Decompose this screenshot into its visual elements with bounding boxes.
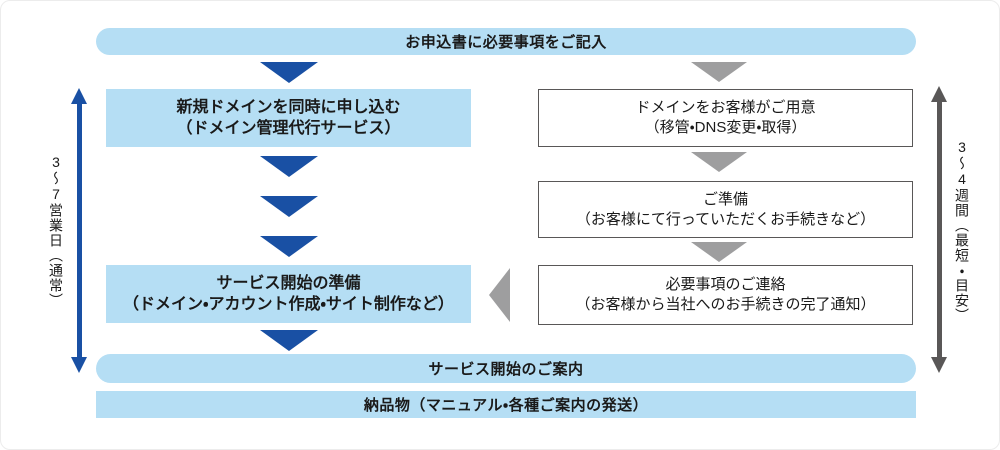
step-service-start-notice: サービス開始のご案内 bbox=[96, 354, 916, 383]
down-arrow-gray-icon bbox=[691, 62, 747, 82]
step-service-preparation-line1: サービス開始の準備 bbox=[216, 274, 361, 292]
step-customer-domain-line2: （移管・DNS変更・取得） bbox=[644, 119, 807, 136]
step-customer-preparation: ご準備 （お客様にて行っていただくお手続きなど） bbox=[538, 181, 913, 238]
step-new-domain-apply-line1: 新規ドメインを同時に申し込む bbox=[176, 98, 401, 116]
down-arrow-blue-icon bbox=[260, 236, 318, 257]
step-notify-completion-line2: （お客様から当社へのお手続きの完了通知） bbox=[575, 296, 876, 313]
down-arrow-blue-icon bbox=[260, 196, 318, 217]
step-application-form-label: お申込書に必要事項をご記入 bbox=[405, 34, 607, 51]
step-customer-preparation-line2: （お客様にて行っていただくお手続きなど） bbox=[575, 210, 876, 228]
double-arrow-vertical-blue-icon bbox=[77, 101, 82, 357]
step-notify-completion-line1: 必要事項のご連絡 bbox=[665, 276, 786, 294]
down-arrow-blue-icon bbox=[260, 62, 318, 83]
double-arrow-vertical-gray-icon bbox=[931, 86, 947, 102]
step-customer-preparation-line1: ご準備 bbox=[702, 190, 748, 208]
right-duration-label: 3〜4週間（最短・目安） bbox=[954, 138, 970, 323]
down-arrow-gray-icon bbox=[691, 152, 747, 172]
step-customer-domain: ドメインをお客様がご用意 （移管・DNS変更・取得） bbox=[538, 89, 913, 147]
step-deliverables-label: 納品物（マニュアル・各種ご案内の発送） bbox=[363, 397, 649, 414]
step-customer-domain-line1: ドメインをお客様がご用意 bbox=[635, 99, 816, 117]
double-arrow-vertical-blue-icon bbox=[71, 357, 87, 373]
double-arrow-vertical-gray-icon bbox=[937, 99, 942, 359]
left-duration-label: 3〜7営業日（通常） bbox=[48, 153, 64, 308]
step-service-start-notice-label: サービス開始のご案内 bbox=[428, 361, 584, 378]
step-new-domain-apply-line2: （ドメイン管理代行サービス） bbox=[176, 120, 401, 137]
step-notify-completion: 必要事項のご連絡 （お客様から当社へのお手続きの完了通知） bbox=[538, 265, 913, 325]
down-arrow-blue-icon bbox=[260, 156, 318, 177]
double-arrow-vertical-gray-icon bbox=[931, 357, 947, 373]
step-new-domain-apply: 新規ドメインを同時に申し込む （ドメイン管理代行サービス） bbox=[106, 89, 471, 147]
left-arrow-gray-icon bbox=[489, 268, 510, 322]
step-application-form: お申込書に必要事項をご記入 bbox=[96, 28, 916, 55]
down-arrow-gray-icon bbox=[691, 242, 747, 262]
step-deliverables: 納品物（マニュアル・各種ご案内の発送） bbox=[96, 391, 916, 418]
step-service-preparation-line2: （ドメイン・アカウント作成・サイト制作など） bbox=[123, 296, 454, 313]
double-arrow-vertical-blue-icon bbox=[71, 88, 87, 104]
down-arrow-blue-icon bbox=[260, 330, 318, 351]
step-service-preparation: サービス開始の準備 （ドメイン・アカウント作成・サイト制作など） bbox=[106, 265, 471, 323]
